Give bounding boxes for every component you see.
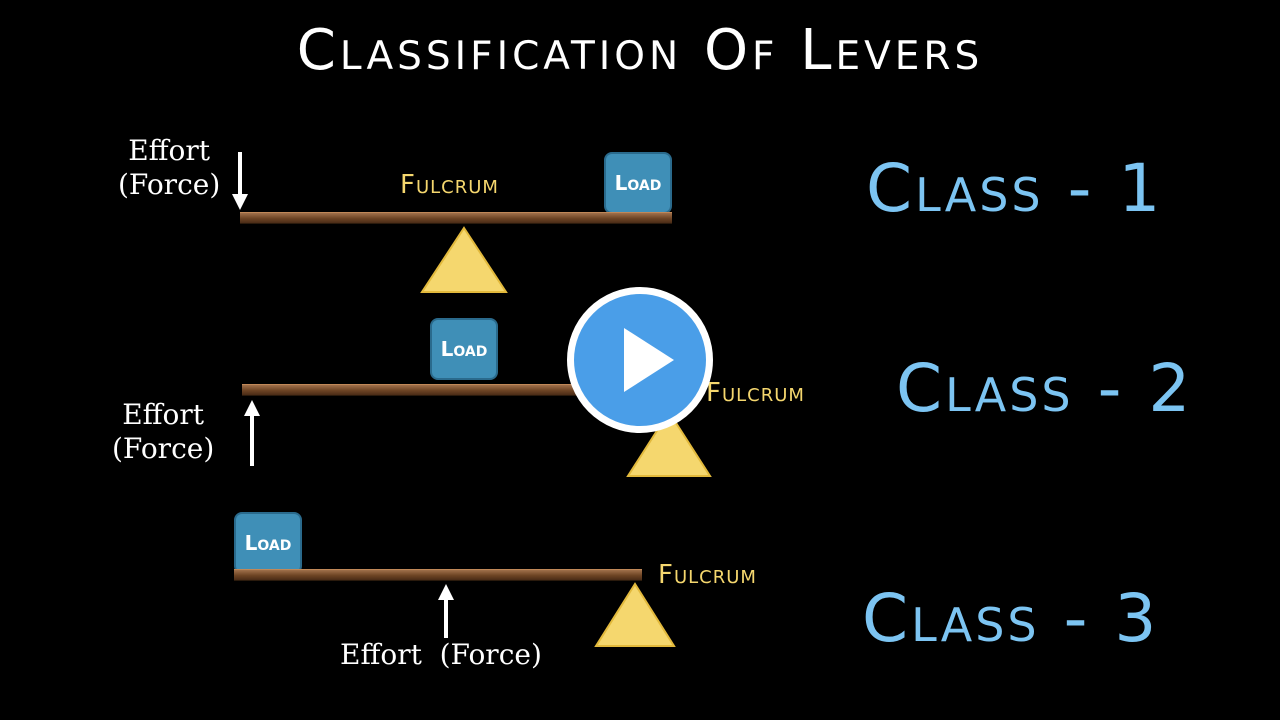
force-text: (Force) (118, 168, 221, 201)
class-3-label: Class - 3 (862, 580, 1160, 657)
fulcrum-triangle-class-1 (420, 226, 508, 293)
load-box-class-1: Load (604, 152, 672, 214)
lever-bar-class-3 (234, 569, 642, 581)
fulcrum-label-class-2: Fulcrum (706, 378, 805, 408)
load-box-class-2: Load (430, 318, 498, 380)
effort-label-class-2: Effort (Force) (112, 398, 214, 466)
load-box-class-3: Load (234, 512, 302, 574)
lever-bar-class-1 (240, 212, 672, 224)
effort-text: Effort (122, 398, 205, 431)
effort-arrow-down-icon (232, 152, 248, 210)
force-text: (Force) (112, 432, 215, 465)
fulcrum-label-class-3: Fulcrum (658, 560, 757, 590)
effort-arrow-up-icon (244, 400, 260, 466)
fulcrum-label-class-1: Fulcrum (400, 170, 499, 200)
fulcrum-triangle-class-3 (594, 582, 676, 647)
page-title: Classification Of Levers (296, 18, 984, 83)
class-2-label: Class - 2 (896, 350, 1194, 427)
fulcrum-triangle-class-2 (626, 410, 712, 477)
play-button[interactable] (567, 287, 713, 433)
effort-arrow-up-icon (438, 584, 454, 638)
effort-text: Effort (128, 134, 211, 167)
play-icon (624, 328, 674, 392)
class-1-label: Class - 1 (866, 150, 1164, 227)
effort-label-class-1: Effort (Force) (118, 134, 220, 202)
effort-label-class-3: Effort (Force) (340, 638, 542, 671)
